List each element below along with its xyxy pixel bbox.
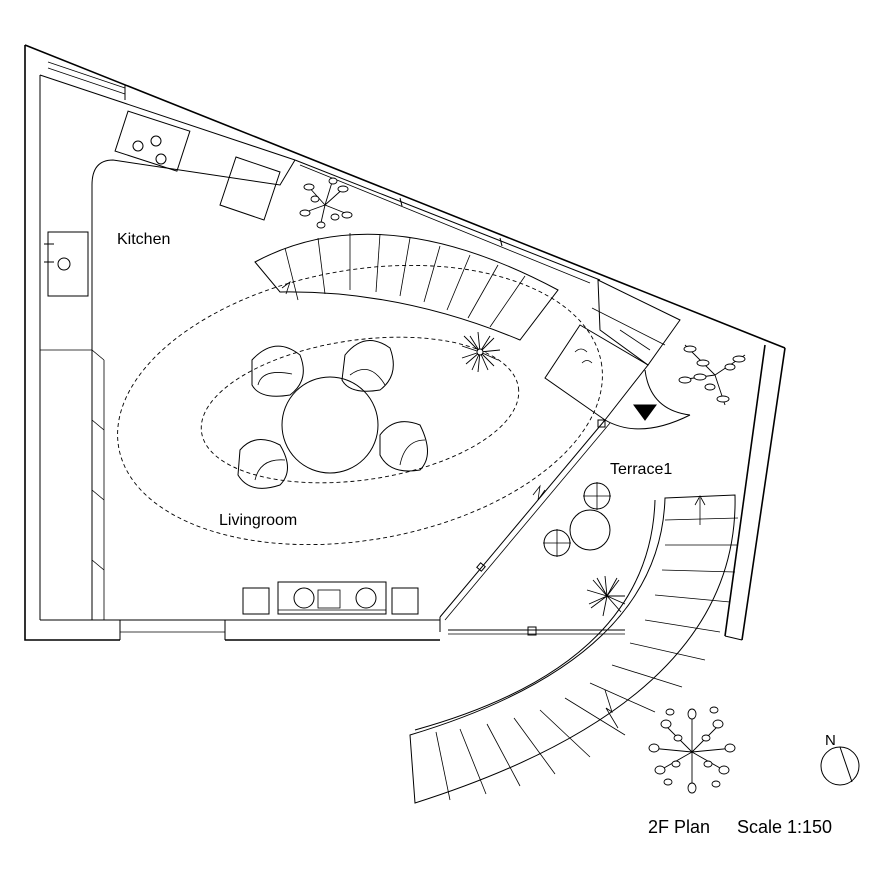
chair-4: [237, 439, 288, 489]
chair-2: [341, 340, 394, 392]
living-furniture: [242, 581, 419, 615]
exterior-stair: [409, 494, 739, 804]
dining-set: [237, 340, 428, 489]
plant-icon: [299, 177, 353, 229]
glass-wall: [439, 419, 611, 632]
north-label: N: [825, 732, 836, 749]
ceiling-outline: [117, 264, 603, 546]
room-label-kitchen: Kitchen: [117, 231, 170, 248]
plan-title: 2F Plan: [648, 817, 710, 837]
plan-scale: Scale 1:150: [737, 817, 832, 837]
plant-icon: [648, 706, 736, 794]
plant-icon: [461, 331, 501, 373]
chair-3: [379, 421, 428, 472]
entrance-area: [544, 279, 691, 430]
interior-stair: [254, 233, 559, 341]
terrace-furniture: [448, 482, 625, 636]
north-arrow-icon: N: [820, 732, 860, 786]
plant-icon: [586, 575, 626, 617]
kitchen-counter: [40, 110, 296, 620]
exterior-walls: [24, 44, 786, 641]
entrance-arrow: [633, 404, 657, 421]
chair-1: [251, 345, 304, 397]
room-label-livingroom: Livingroom: [219, 512, 297, 529]
plant-icon: [678, 344, 746, 406]
room-label-terrace: Terrace1: [610, 461, 672, 478]
